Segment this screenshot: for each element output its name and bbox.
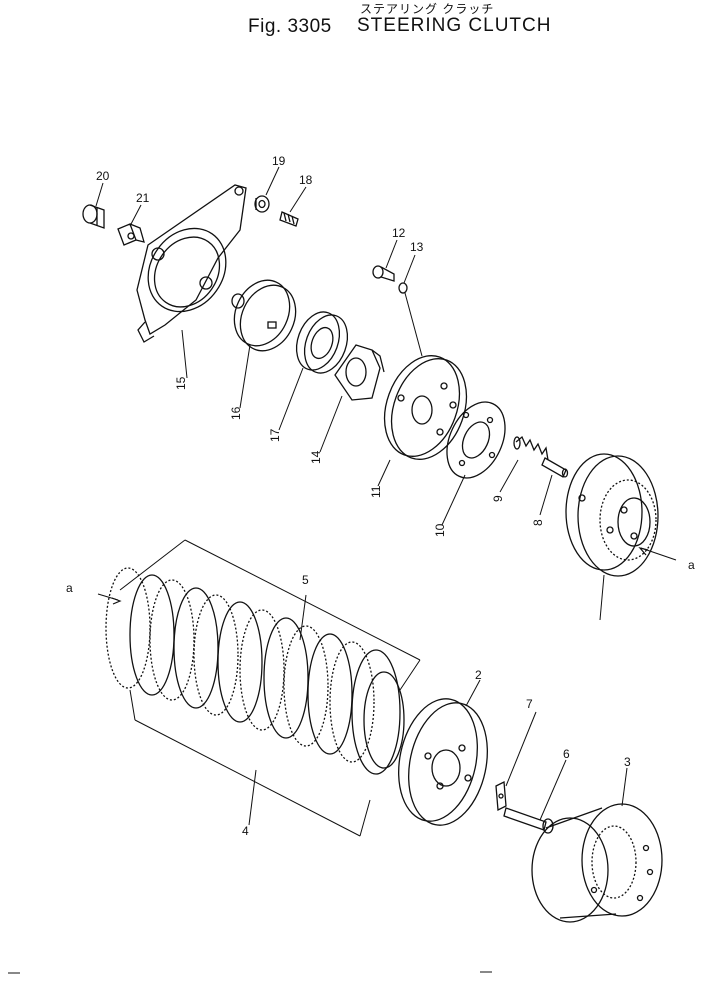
part-19-nut — [254, 195, 270, 213]
title-japanese: ステアリング クラッチ — [360, 2, 495, 16]
part-2-plate — [398, 698, 488, 826]
title-english: STEERING CLUTCH — [357, 15, 552, 36]
arrow-a-left — [111, 597, 122, 605]
plate-stack — [105, 567, 405, 775]
part-21-block — [117, 223, 145, 246]
title-block: Fig. 3305 ステアリング クラッチ STEERING CLUTCH — [0, 0, 710, 60]
callout-20: 20 — [96, 169, 110, 183]
part-1-drum — [565, 453, 659, 577]
callout-17: 17 — [268, 428, 282, 442]
callout-18: 18 — [299, 173, 313, 187]
part-20-bolt — [82, 204, 105, 229]
figure-number: Fig. 3305 — [248, 16, 332, 37]
callout-15: 15 — [174, 376, 188, 390]
part-12-bolt — [372, 265, 395, 282]
callout-21: 21 — [136, 191, 150, 205]
callout-6: 6 — [563, 747, 570, 761]
ref-a-right: a — [688, 558, 695, 572]
part-8-pin — [541, 457, 569, 478]
callout-5: 5 — [302, 573, 309, 587]
ref-a-left: a — [66, 581, 73, 595]
part-15-housing — [136, 184, 247, 343]
part-7-clip — [495, 780, 507, 812]
part-13-washer — [398, 282, 408, 294]
arrow-a-right — [638, 546, 649, 556]
callout-2: 2 — [475, 668, 482, 682]
part-9-spring — [513, 435, 549, 461]
part-14-hub — [334, 344, 385, 401]
callout-13: 13 — [410, 240, 424, 254]
part-18-stud — [279, 211, 299, 227]
leader-lines — [95, 166, 677, 837]
part-16-ring — [231, 279, 297, 352]
callout-16: 16 — [229, 406, 243, 420]
callout-3: 3 — [624, 755, 631, 769]
callout-11: 11 — [369, 485, 383, 498]
callout-19: 19 — [272, 154, 286, 168]
callout-9: 9 — [491, 495, 505, 502]
callout-7: 7 — [526, 697, 533, 711]
callout-4: 4 — [242, 824, 249, 838]
callout-8: 8 — [531, 519, 545, 526]
callout-10: 10 — [433, 523, 447, 537]
callout-14: 14 — [309, 450, 323, 464]
part-17-bearing — [295, 311, 349, 374]
callout-12: 12 — [392, 226, 406, 240]
part-10-disc — [446, 401, 506, 479]
part-11-plate — [383, 355, 468, 460]
